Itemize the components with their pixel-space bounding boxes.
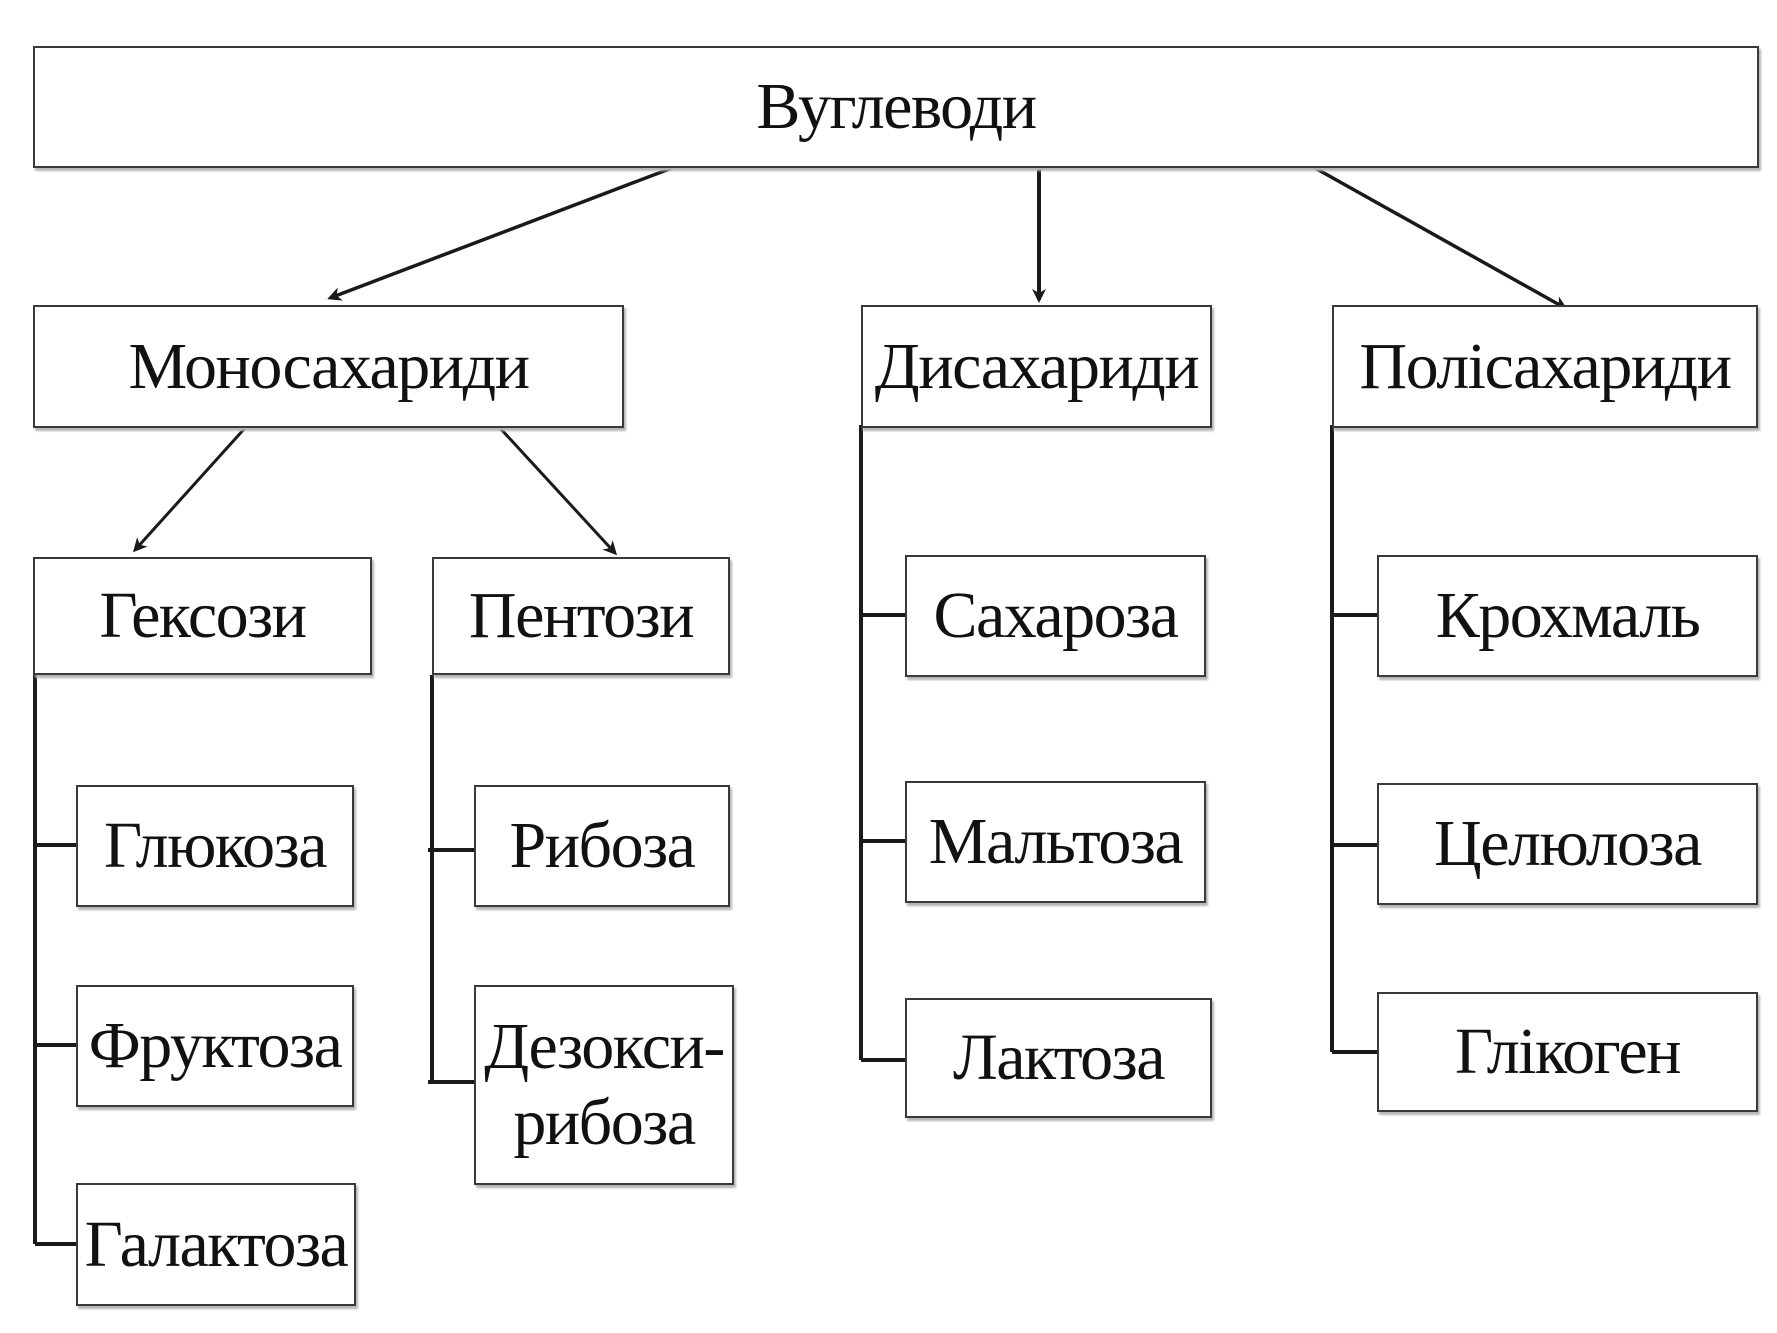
leaf-deoxyribose-line2: рибоза [513, 1086, 696, 1159]
leaf-sucrose-label: Сахароза [933, 579, 1179, 653]
leaf-ribose: Рибоза [474, 785, 730, 907]
leaf-deoxyribose: Дезокси- рибоза [474, 985, 734, 1185]
subcategory-pentoses: Пентози [432, 557, 730, 675]
root-node: Вуглеводи [33, 46, 1759, 168]
subcategory-hexoses-label: Гексози [99, 579, 307, 653]
leaf-lactose: Лактоза [905, 998, 1212, 1118]
leaf-lactose-label: Лактоза [952, 1021, 1166, 1095]
leaf-galactose-label: Галактоза [84, 1207, 349, 1281]
arrow-mono-to-hexoses [132, 426, 247, 553]
arrow-root-to-mono [327, 166, 673, 301]
leaf-cellulose: Целюлоза [1377, 783, 1758, 905]
leaf-starch: Крохмаль [1377, 555, 1758, 677]
leaf-fructose: Фруктоза [76, 985, 354, 1107]
bracket-di [859, 425, 905, 1062]
leaf-maltose: Мальтоза [905, 781, 1206, 903]
root-label: Вуглеводи [756, 70, 1037, 144]
leaf-maltose-label: Мальтоза [928, 805, 1184, 879]
subcategory-hexoses: Гексози [33, 557, 372, 675]
leaf-deoxyribose-line1: Дезокси- [484, 1010, 725, 1084]
category-poly: Полісахариди [1332, 305, 1758, 428]
leaf-glucose: Глюкоза [76, 785, 354, 907]
leaf-fructose-label: Фруктоза [88, 1009, 343, 1083]
leaf-sucrose: Сахароза [905, 555, 1206, 677]
category-poly-label: Полісахариди [1359, 329, 1732, 403]
category-mono-label: Моносахариди [128, 329, 530, 403]
subcategory-pentoses-label: Пентози [468, 579, 695, 653]
leaf-glucose-label: Глюкоза [103, 809, 328, 883]
bracket-pentoses [428, 675, 474, 1084]
category-di: Дисахариди [861, 305, 1212, 428]
leaf-starch-label: Крохмаль [1435, 579, 1701, 653]
category-mono: Моносахариди [33, 305, 624, 428]
leaf-ribose-label: Рибоза [509, 809, 696, 883]
leaf-glycogen: Глікоген [1377, 992, 1758, 1112]
arrow-mono-to-pentoses [498, 426, 618, 556]
category-di-label: Дисахариди [874, 329, 1200, 403]
bracket-hexoses [33, 675, 78, 1246]
bracket-poly [1330, 425, 1377, 1054]
leaf-cellulose-label: Целюлоза [1434, 807, 1702, 881]
arrow-root-to-poly [1314, 166, 1568, 310]
leaf-glycogen-label: Глікоген [1455, 1015, 1682, 1089]
leaf-galactose: Галактоза [76, 1183, 356, 1306]
